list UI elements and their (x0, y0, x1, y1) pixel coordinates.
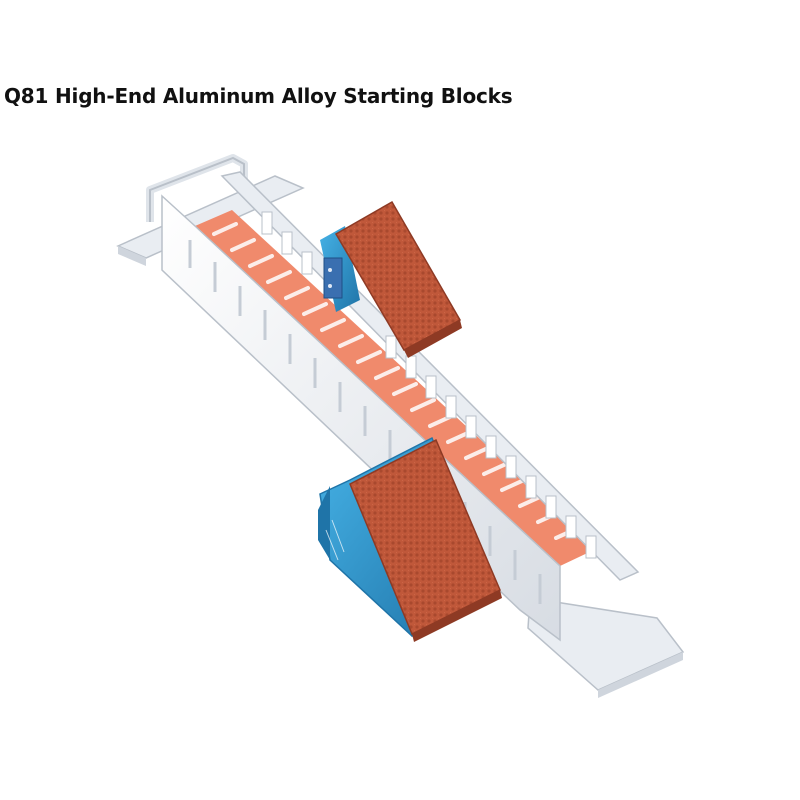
product-title: Q81 High-End Aluminum Alloy Starting Blo… (4, 84, 513, 108)
front-pedal (318, 436, 502, 642)
front-end-plate (527, 597, 685, 698)
rear-pedal (320, 200, 462, 358)
carry-handle (146, 154, 248, 222)
